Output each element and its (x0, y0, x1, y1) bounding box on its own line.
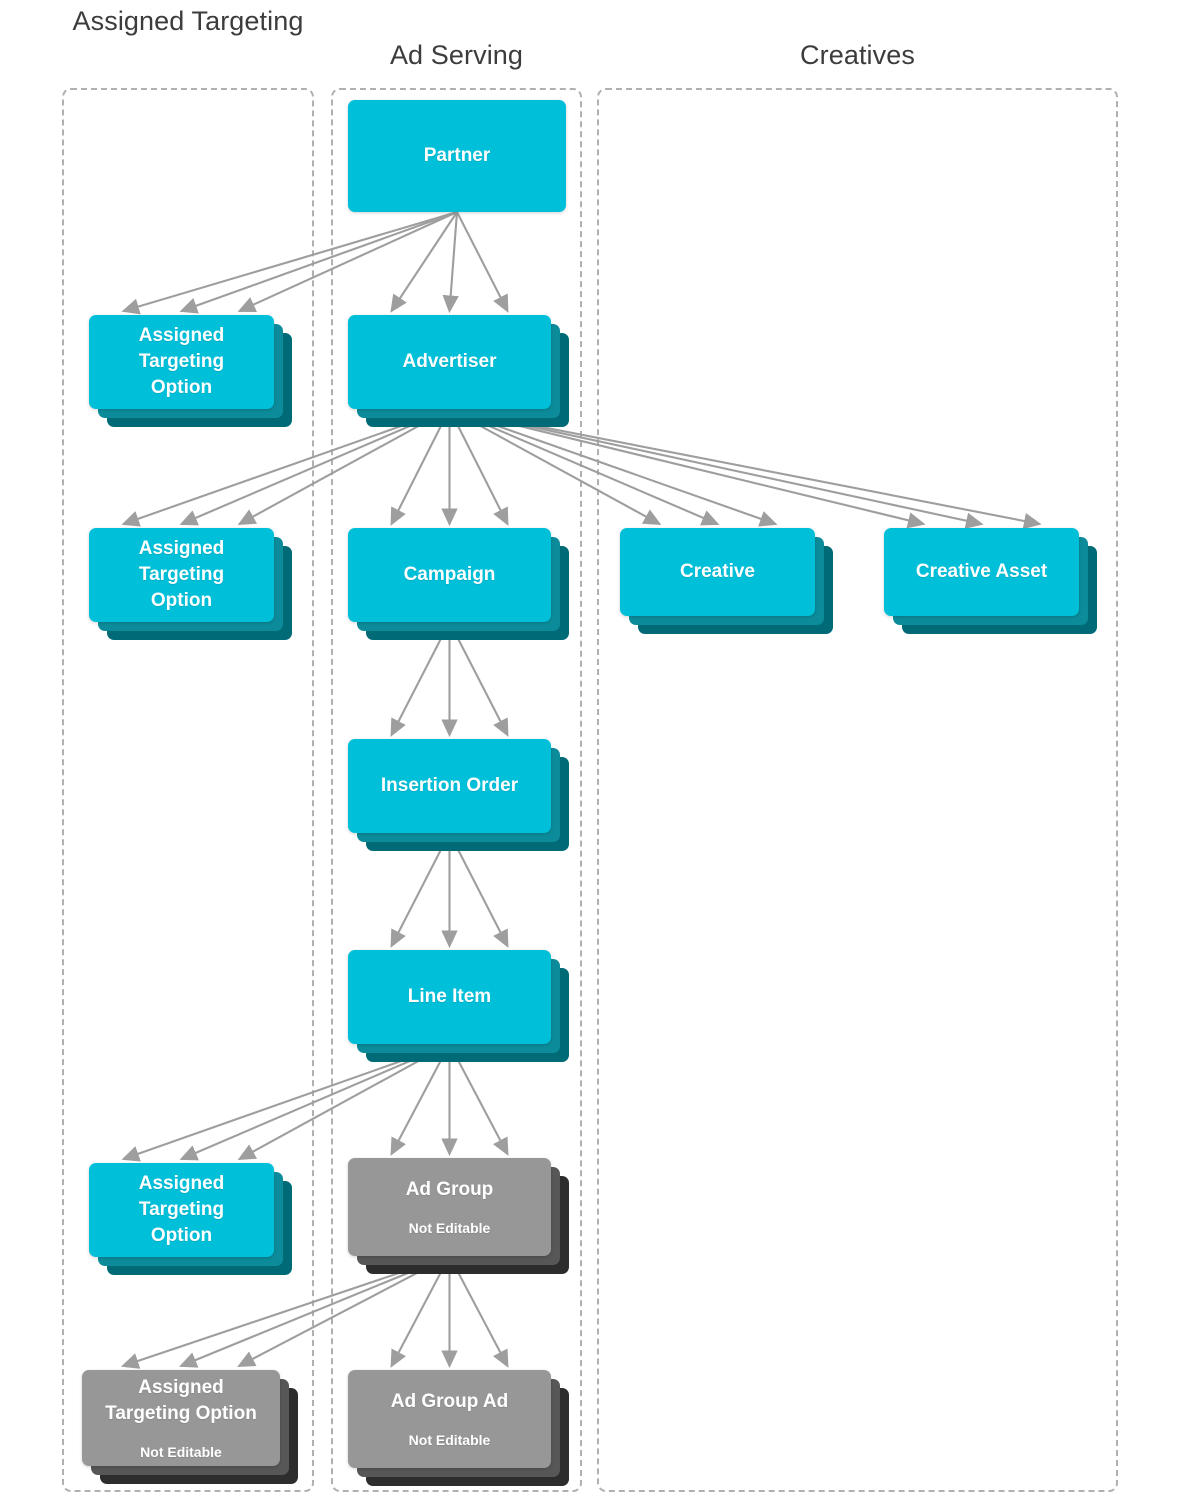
node-advertiser: Advertiser (348, 315, 569, 427)
column-title-ad-serving: Ad Serving (389, 40, 524, 70)
node-label: Line Item (407, 985, 492, 1007)
node-label: Assigned Targeting Option (138, 324, 225, 399)
node-creative-asset: Creative Asset (884, 528, 1097, 634)
node-label: Assigned Targeting Option (138, 1172, 225, 1247)
node-label: Assigned Targeting Option (138, 537, 225, 612)
node-sheet-front: Partner (348, 100, 566, 212)
column-title-assigned-targeting: Assigned Targeting (72, 6, 304, 36)
node-ad-group-ad: Ad Group Ad Not Editable (348, 1370, 569, 1486)
node-label: Insertion Order (380, 774, 519, 796)
node-label: Advertiser (402, 350, 497, 372)
node-sheet-front: Ad Group Ad Not Editable (348, 1370, 551, 1468)
node-sheet-front: Advertiser (348, 315, 551, 409)
node-ato-advertiser: Assigned Targeting Option (89, 528, 292, 640)
column-title-creatives: Creatives (800, 40, 915, 70)
node-label: Ad Group (405, 1178, 494, 1200)
node-label: Partner (423, 144, 491, 166)
node-sheet-front: Creative Asset (884, 528, 1079, 616)
node-sheet-front: Assigned Targeting Option (89, 315, 274, 409)
node-line-item: Line Item (348, 950, 569, 1062)
node-sheet-front: Campaign (348, 528, 551, 622)
node-label: Creative (680, 560, 755, 582)
node-creative: Creative (620, 528, 833, 634)
node-label: Campaign (403, 563, 496, 585)
node-label: Ad Group Ad (390, 1390, 509, 1412)
node-partner: Partner (348, 100, 566, 212)
node-sublabel: Not Editable (408, 1220, 491, 1237)
node-sheet-front: Insertion Order (348, 739, 551, 833)
lane-assigned-targeting (62, 88, 314, 1492)
lane-creatives (597, 88, 1118, 1492)
node-sheet-front: Assigned Targeting Option (89, 1163, 274, 1257)
node-sheet-front: Assigned Targeting Option (89, 528, 274, 622)
node-sublabel: Not Editable (140, 1444, 222, 1461)
node-sheet-front: Creative (620, 528, 815, 616)
node-insertion-order: Insertion Order (348, 739, 569, 851)
node-label: Creative Asset (915, 560, 1048, 582)
node-sublabel: Not Editable (408, 1432, 491, 1449)
node-ato-partner: Assigned Targeting Option (89, 315, 292, 427)
node-label: Assigned Targeting Option (105, 1376, 257, 1425)
lane-ad-serving (331, 88, 582, 1492)
node-campaign: Campaign (348, 528, 569, 640)
node-sheet-front: Line Item (348, 950, 551, 1044)
node-ato-lineitem: Assigned Targeting Option (89, 1163, 292, 1275)
